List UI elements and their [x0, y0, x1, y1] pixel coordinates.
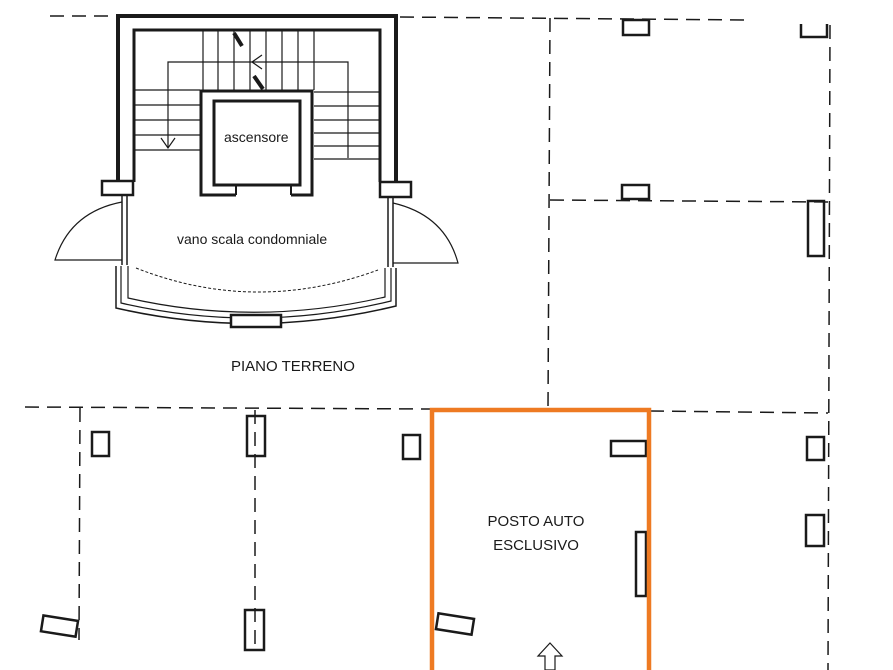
entrance-arrow-icon — [536, 642, 564, 670]
stair-core — [54, 14, 459, 329]
parking-label-line2: ESCLUSIVO — [493, 537, 579, 554]
elevator-label: ascensore — [224, 129, 289, 145]
dashed-grid-lines — [24, 15, 831, 670]
stair-arrow-icon — [250, 54, 263, 70]
pillars — [39, 18, 829, 652]
parking-label: POSTO AUTO ESCLUSIVO — [486, 510, 586, 558]
parking-space-outline — [429, 407, 652, 670]
parking-label-line1: POSTO AUTO — [487, 513, 585, 530]
floor-title: PIANO TERRENO — [231, 358, 355, 375]
stairwell-label: vano scala condomniale — [177, 231, 328, 247]
